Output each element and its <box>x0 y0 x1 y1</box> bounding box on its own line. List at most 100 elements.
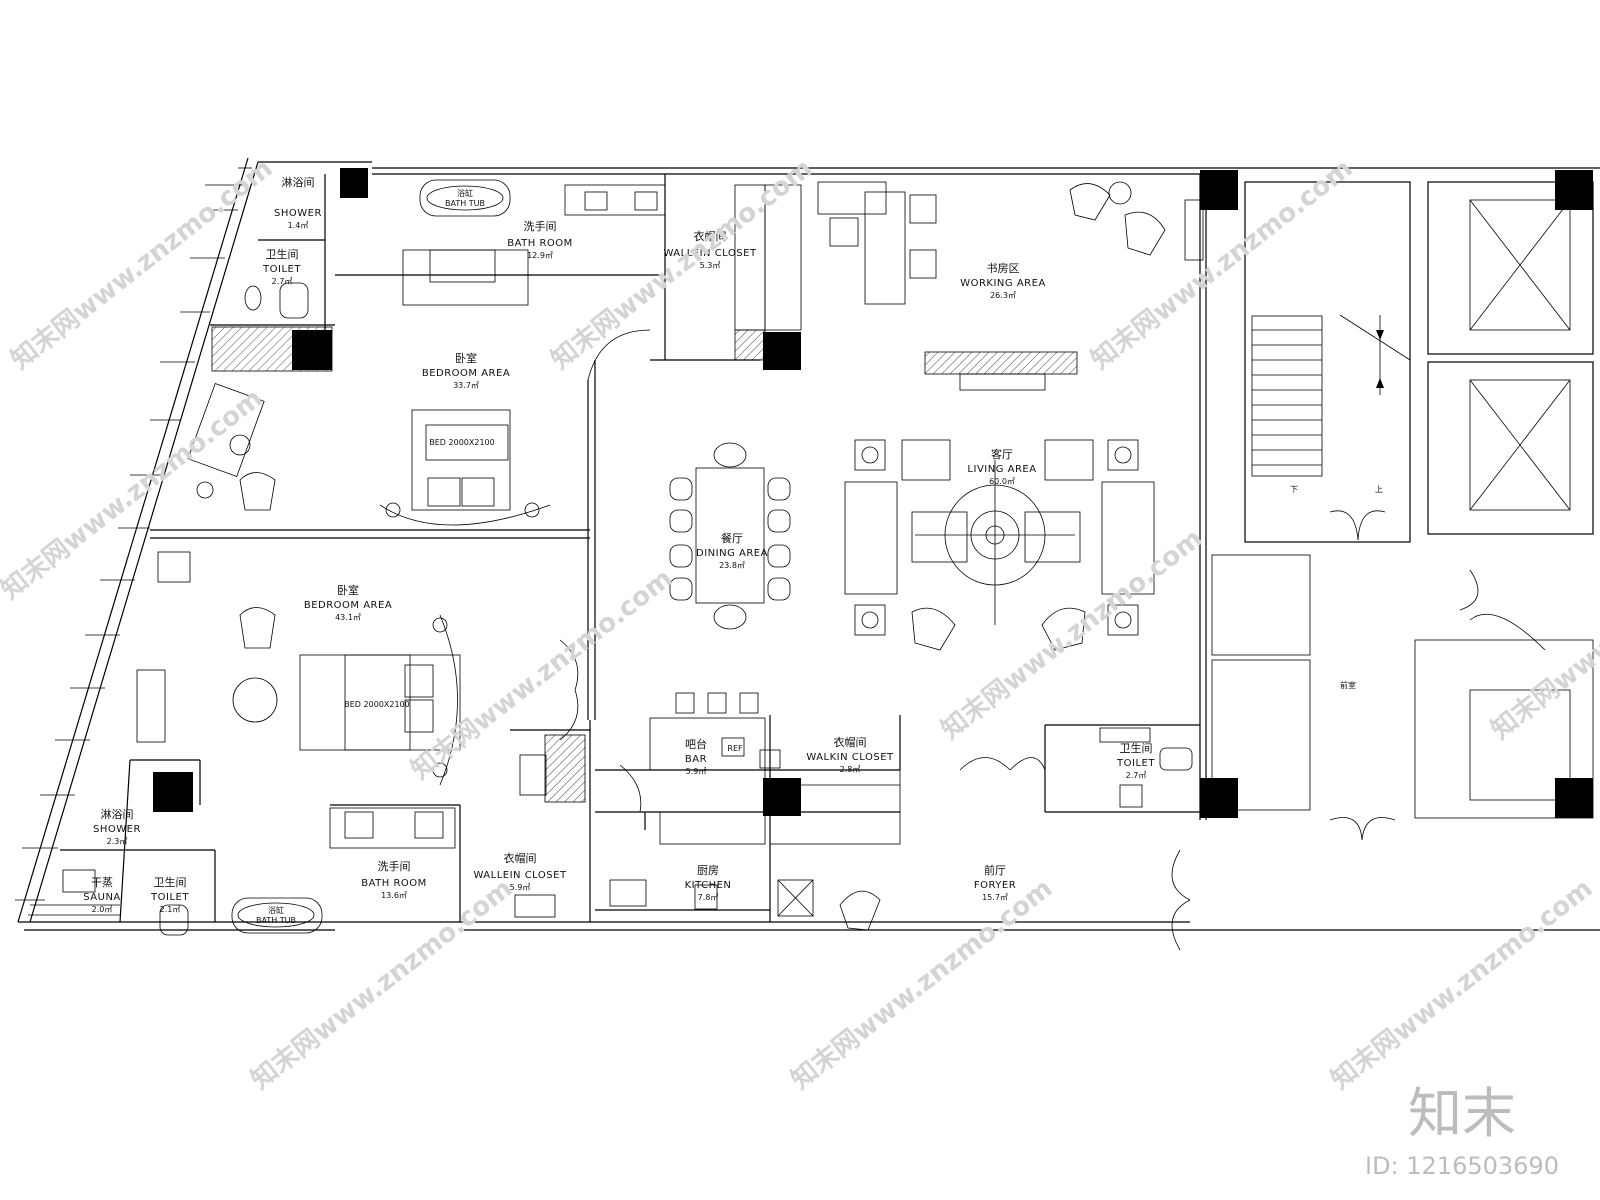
building-core: 下 上 前室 <box>1211 181 1594 841</box>
room-area: 5.9㎡ <box>686 767 707 776</box>
room-name-cn: 干蒸 <box>91 876 113 889</box>
room-labels: 淋浴间 SHOWER 1.4㎡ 卫生间 TOILET 2.7㎡ 洗手间 BATH… <box>83 176 1155 925</box>
room-area: 2.8㎡ <box>840 765 861 774</box>
room-name-cn: 淋浴间 <box>282 176 315 189</box>
room-name-en: TOILET <box>1116 758 1155 769</box>
room-area: 60.0㎡ <box>989 477 1015 486</box>
room-name-cn: 客厅 <box>991 447 1013 461</box>
room-name-cn: 厨房 <box>697 864 719 877</box>
room-name-cn: 洗手间 <box>524 219 557 233</box>
room-kitchen: 厨房 KITCHEN 7.8㎡ <box>685 864 732 902</box>
room-area: 23.8㎡ <box>719 561 745 570</box>
room-name-en: SHOWER <box>274 208 322 219</box>
room-name-cn: 吧台 <box>685 737 707 751</box>
room-name-cn: 衣帽间 <box>504 851 537 865</box>
room-name-en: KITCHEN <box>685 880 732 891</box>
room-walkin: 衣帽间 WALKIN CLOSET 2.8㎡ <box>806 735 894 774</box>
room-toilet-top: 卫生间 TOILET 2.7㎡ <box>262 247 301 286</box>
room-name-en: WORKING AREA <box>960 278 1046 289</box>
room-area: 43.1㎡ <box>335 613 361 622</box>
room-area: 2.7㎡ <box>272 277 293 286</box>
room-living: 客厅 LIVING AREA 60.0㎡ <box>967 447 1036 486</box>
room-name-cn: 卫生间 <box>1120 741 1153 755</box>
stair-down-label: 下 <box>1290 485 1298 494</box>
room-area: 1.4㎡ <box>288 221 309 230</box>
room-name-en: TOILET <box>262 264 301 275</box>
room-name-en: DINING AREA <box>696 548 768 559</box>
room-name-cn: 餐厅 <box>721 531 743 545</box>
brand-logo: 知末 <box>1408 1082 1516 1145</box>
room-foyer: 前厅 FORYER 15.7㎡ <box>974 863 1016 902</box>
room-area: 13.6㎡ <box>381 891 407 900</box>
room-bedroom-2: 卧室 BEDROOM AREA 43.1㎡ <box>304 583 392 622</box>
stair-treads <box>1252 329 1322 466</box>
room-bar: 吧台 BAR 5.9㎡ <box>685 737 707 776</box>
room-name-en: FORYER <box>974 880 1016 891</box>
room-name-en: BAR <box>685 754 707 765</box>
watermark-text: 知末网www.znzmo.com <box>786 873 1058 1095</box>
watermark-text: 知末网www.znzmo.com <box>246 873 518 1095</box>
room-name-en: BATH ROOM <box>507 238 573 249</box>
room-area: 5.3㎡ <box>700 261 721 270</box>
room-name-cn: 卫生间 <box>154 875 187 889</box>
room-name-cn: 卫生间 <box>266 247 299 261</box>
watermark-text: 知末网www.znzmo.com <box>1326 873 1598 1095</box>
room-name-cn: 衣帽间 <box>694 229 727 243</box>
room-name-cn: 卧室 <box>337 583 359 597</box>
room-bath-bottom: 洗手间 BATH ROOM 13.6㎡ <box>361 859 427 900</box>
exterior-walls <box>17 157 1600 931</box>
room-area: 7.8㎡ <box>698 893 719 902</box>
refrigerator-label: REF <box>727 744 743 753</box>
room-shower-top: 淋浴间 SHOWER 1.4㎡ <box>274 176 322 230</box>
room-working: 书房区 WORKING AREA 26.3㎡ <box>960 262 1046 300</box>
room-name-en: WALLEIN CLOSET <box>473 870 566 881</box>
watermark-text: 知末网www.znzmo.com <box>406 563 678 785</box>
room-toilet-bottom: 卫生间 TOILET 2.1㎡ <box>150 875 189 914</box>
room-name-cn: 衣帽间 <box>834 735 867 749</box>
room-area: 33.7㎡ <box>453 381 479 390</box>
room-area: 26.3㎡ <box>990 291 1016 300</box>
bathtub-bottom-en-label: BATH TUB <box>256 916 296 925</box>
room-name-en: TOILET <box>150 892 189 903</box>
room-name-cn: 淋浴间 <box>101 808 134 821</box>
room-name-en: WALKIN CLOSET <box>806 752 894 763</box>
bathtub-top-label: 浴缸 <box>457 188 473 198</box>
room-area: 2.0㎡ <box>92 905 113 914</box>
room-area: 12.9㎡ <box>527 251 553 260</box>
image-id: ID: 1216503690 <box>1365 1152 1559 1180</box>
room-closet-top: 衣帽间 WALLEIN CLOSET 5.3㎡ <box>663 229 756 270</box>
watermark-text: 知末网www.znzmo.com <box>936 523 1208 745</box>
watermark-text: 知末网www.znzmo.com <box>1486 523 1600 745</box>
bathtub-bottom-label: 浴缸 <box>268 905 284 915</box>
watermark-text: 知末网www.znzmo.com <box>0 383 268 605</box>
lobby-label: 前室 <box>1340 680 1356 690</box>
bed-1-label: BED 2000X2100 <box>429 438 494 447</box>
facade-mullions <box>15 167 252 901</box>
room-closet-bottom: 衣帽间 WALLEIN CLOSET 5.9㎡ <box>473 851 566 892</box>
room-name-en: BEDROOM AREA <box>422 368 510 379</box>
room-toilet-right: 卫生间 TOILET 2.7㎡ <box>1116 741 1155 780</box>
room-area: 2.7㎡ <box>1126 771 1147 780</box>
room-name-cn: 卧室 <box>455 351 477 365</box>
room-name-en: BATH ROOM <box>361 878 427 889</box>
room-name-en: BEDROOM AREA <box>304 600 392 611</box>
room-bath-top: 洗手间 BATH ROOM 12.9㎡ <box>507 219 573 260</box>
room-name-en: WALLEIN CLOSET <box>663 248 756 259</box>
bed-2-label: BED 2000X2100 <box>344 700 409 709</box>
interior-walls <box>60 174 1200 923</box>
dining-chairs <box>669 477 791 601</box>
room-name-en: SAUNA <box>83 892 121 903</box>
room-name-cn: 洗手间 <box>378 859 411 873</box>
room-shower-bottom: 淋浴间 SHOWER 2.3㎡ <box>93 808 141 846</box>
room-area: 2.3㎡ <box>107 837 128 846</box>
room-bedroom-1: 卧室 BEDROOM AREA 33.7㎡ <box>422 351 510 390</box>
room-name-cn: 前厅 <box>984 863 1006 877</box>
furniture <box>28 179 1204 951</box>
room-name-en: SHOWER <box>93 824 141 835</box>
room-dining: 餐厅 DINING AREA 23.8㎡ <box>696 531 768 570</box>
room-name-cn: 书房区 <box>987 262 1020 275</box>
room-name-en: LIVING AREA <box>967 464 1036 475</box>
room-area: 2.1㎡ <box>160 905 181 914</box>
bathtub-top-en-label: BATH TUB <box>445 199 485 208</box>
